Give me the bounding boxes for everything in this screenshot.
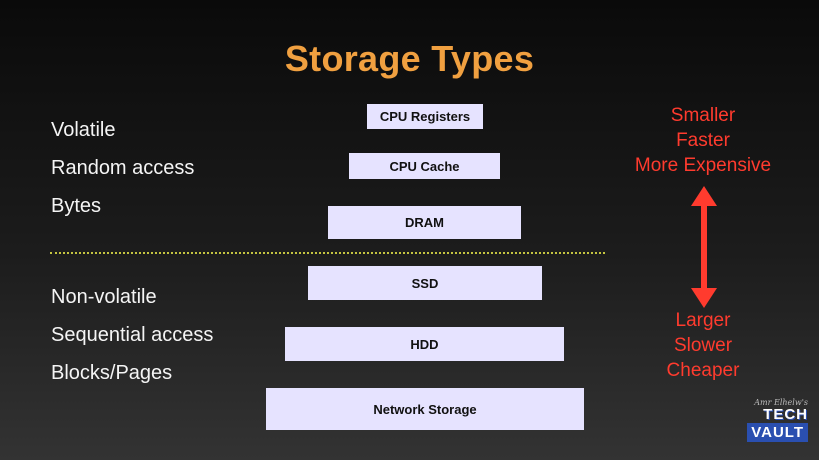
logo-tech: TECH xyxy=(763,406,808,423)
label-sequential-access: Sequential access xyxy=(51,324,214,346)
tech-vault-logo: Amr Elhelw's TECH VAULT xyxy=(742,398,808,442)
label-blocks-pages: Blocks/Pages xyxy=(51,362,173,384)
label-random-access: Random access xyxy=(51,157,195,179)
label-cheaper: Cheaper xyxy=(666,360,740,381)
label-slower: Slower xyxy=(673,335,733,356)
label-smaller: Smaller xyxy=(670,105,736,126)
tier-cpu-registers: CPU Registers xyxy=(367,104,483,129)
label-larger: Larger xyxy=(675,310,731,331)
slide-title: Storage Types xyxy=(284,38,535,79)
tier-network-storage: Network Storage xyxy=(266,388,584,430)
label-more-expensive: More Expensive xyxy=(634,155,772,176)
double-arrow-icon xyxy=(691,186,717,308)
label-non-volatile: Non-volatile xyxy=(51,286,157,308)
tier-ssd: SSD xyxy=(308,266,542,300)
label-bytes: Bytes xyxy=(51,195,102,217)
tier-hdd: HDD xyxy=(285,327,564,361)
volatility-divider xyxy=(50,252,605,254)
label-faster: Faster xyxy=(676,130,730,151)
tier-cpu-cache: CPU Cache xyxy=(349,153,500,179)
logo-vault: VAULT xyxy=(747,423,808,442)
label-volatile: Volatile xyxy=(51,119,116,141)
tier-dram: DRAM xyxy=(328,206,521,239)
logo-byline: Amr Elhelw's xyxy=(754,398,808,407)
